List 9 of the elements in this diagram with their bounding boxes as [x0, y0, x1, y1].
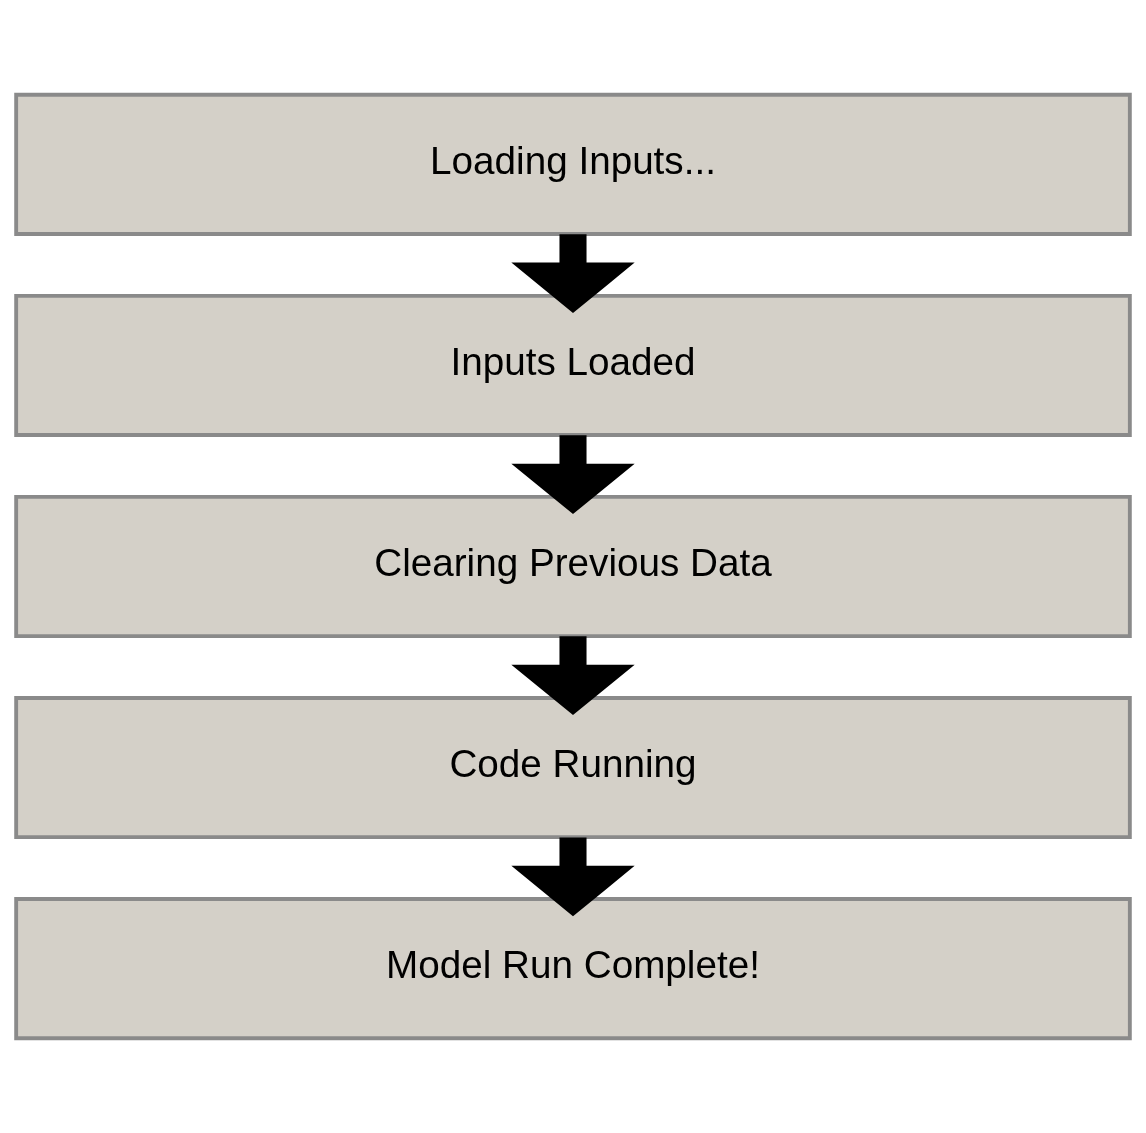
node-box: Model Run Complete! — [14, 897, 1132, 1041]
arrow — [511, 435, 635, 515]
node-box: Code Running — [14, 696, 1132, 840]
node-box: Loading Inputs... — [14, 92, 1132, 236]
arrow — [511, 837, 635, 917]
arrow — [511, 636, 635, 716]
arrow — [511, 234, 635, 313]
node-box: Clearing Previous Data — [14, 494, 1132, 639]
node-box: Inputs Loaded — [14, 293, 1132, 437]
